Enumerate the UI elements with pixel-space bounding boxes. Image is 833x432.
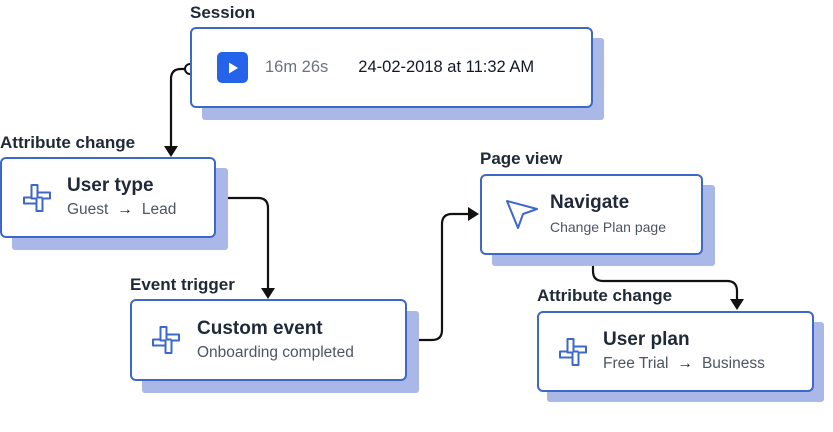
connector-custom-event-to-navigate [407,212,470,342]
user-type-title: User type [67,175,154,196]
navigate-subtitle: Change Plan page [550,219,666,235]
session-duration: 16m 26s [265,58,329,76]
arrowhead-custom-event [261,288,275,299]
user-type-section-label: Attribute change [0,133,136,152]
custom-event-title: Custom event [197,317,323,339]
arrow-right-icon: → [677,355,693,372]
cursor-pointer-icon [504,195,540,235]
navigate-title: Navigate [550,192,630,213]
attribute-change-icon [555,334,591,370]
arrowhead-user-type [164,146,178,157]
custom-event-section-label: Event trigger [130,275,235,294]
user-plan-change: Free Trial → Business [603,354,765,374]
arrowhead-navigate [468,207,479,221]
attribute-change-icon [19,180,55,216]
custom-event-subtitle: Onboarding completed [197,343,354,361]
user-plan-title: User plan [603,329,690,350]
connector-user-type-to-custom-event [216,196,270,290]
arrowhead-user-plan [730,299,744,310]
user-type-to: Lead [141,201,177,218]
play-icon [228,62,238,73]
user-type-change: Guest → Lead [67,200,176,220]
event-trigger-icon [148,322,184,358]
user-plan-from: Free Trial [603,355,669,372]
user-plan-to: Business [701,355,765,372]
session-label: Session [190,3,256,22]
navigate-section-label: Page view [480,149,563,168]
user-type-from: Guest [67,201,109,218]
connector-session-to-user-type [169,67,189,148]
play-button[interactable] [217,52,248,83]
user-plan-section-label: Attribute change [537,286,673,305]
arrow-right-icon: → [117,201,133,218]
session-datetime: 24-02-2018 at 11:32 AM [358,58,535,76]
connector-navigate-to-user-plan [591,255,739,301]
